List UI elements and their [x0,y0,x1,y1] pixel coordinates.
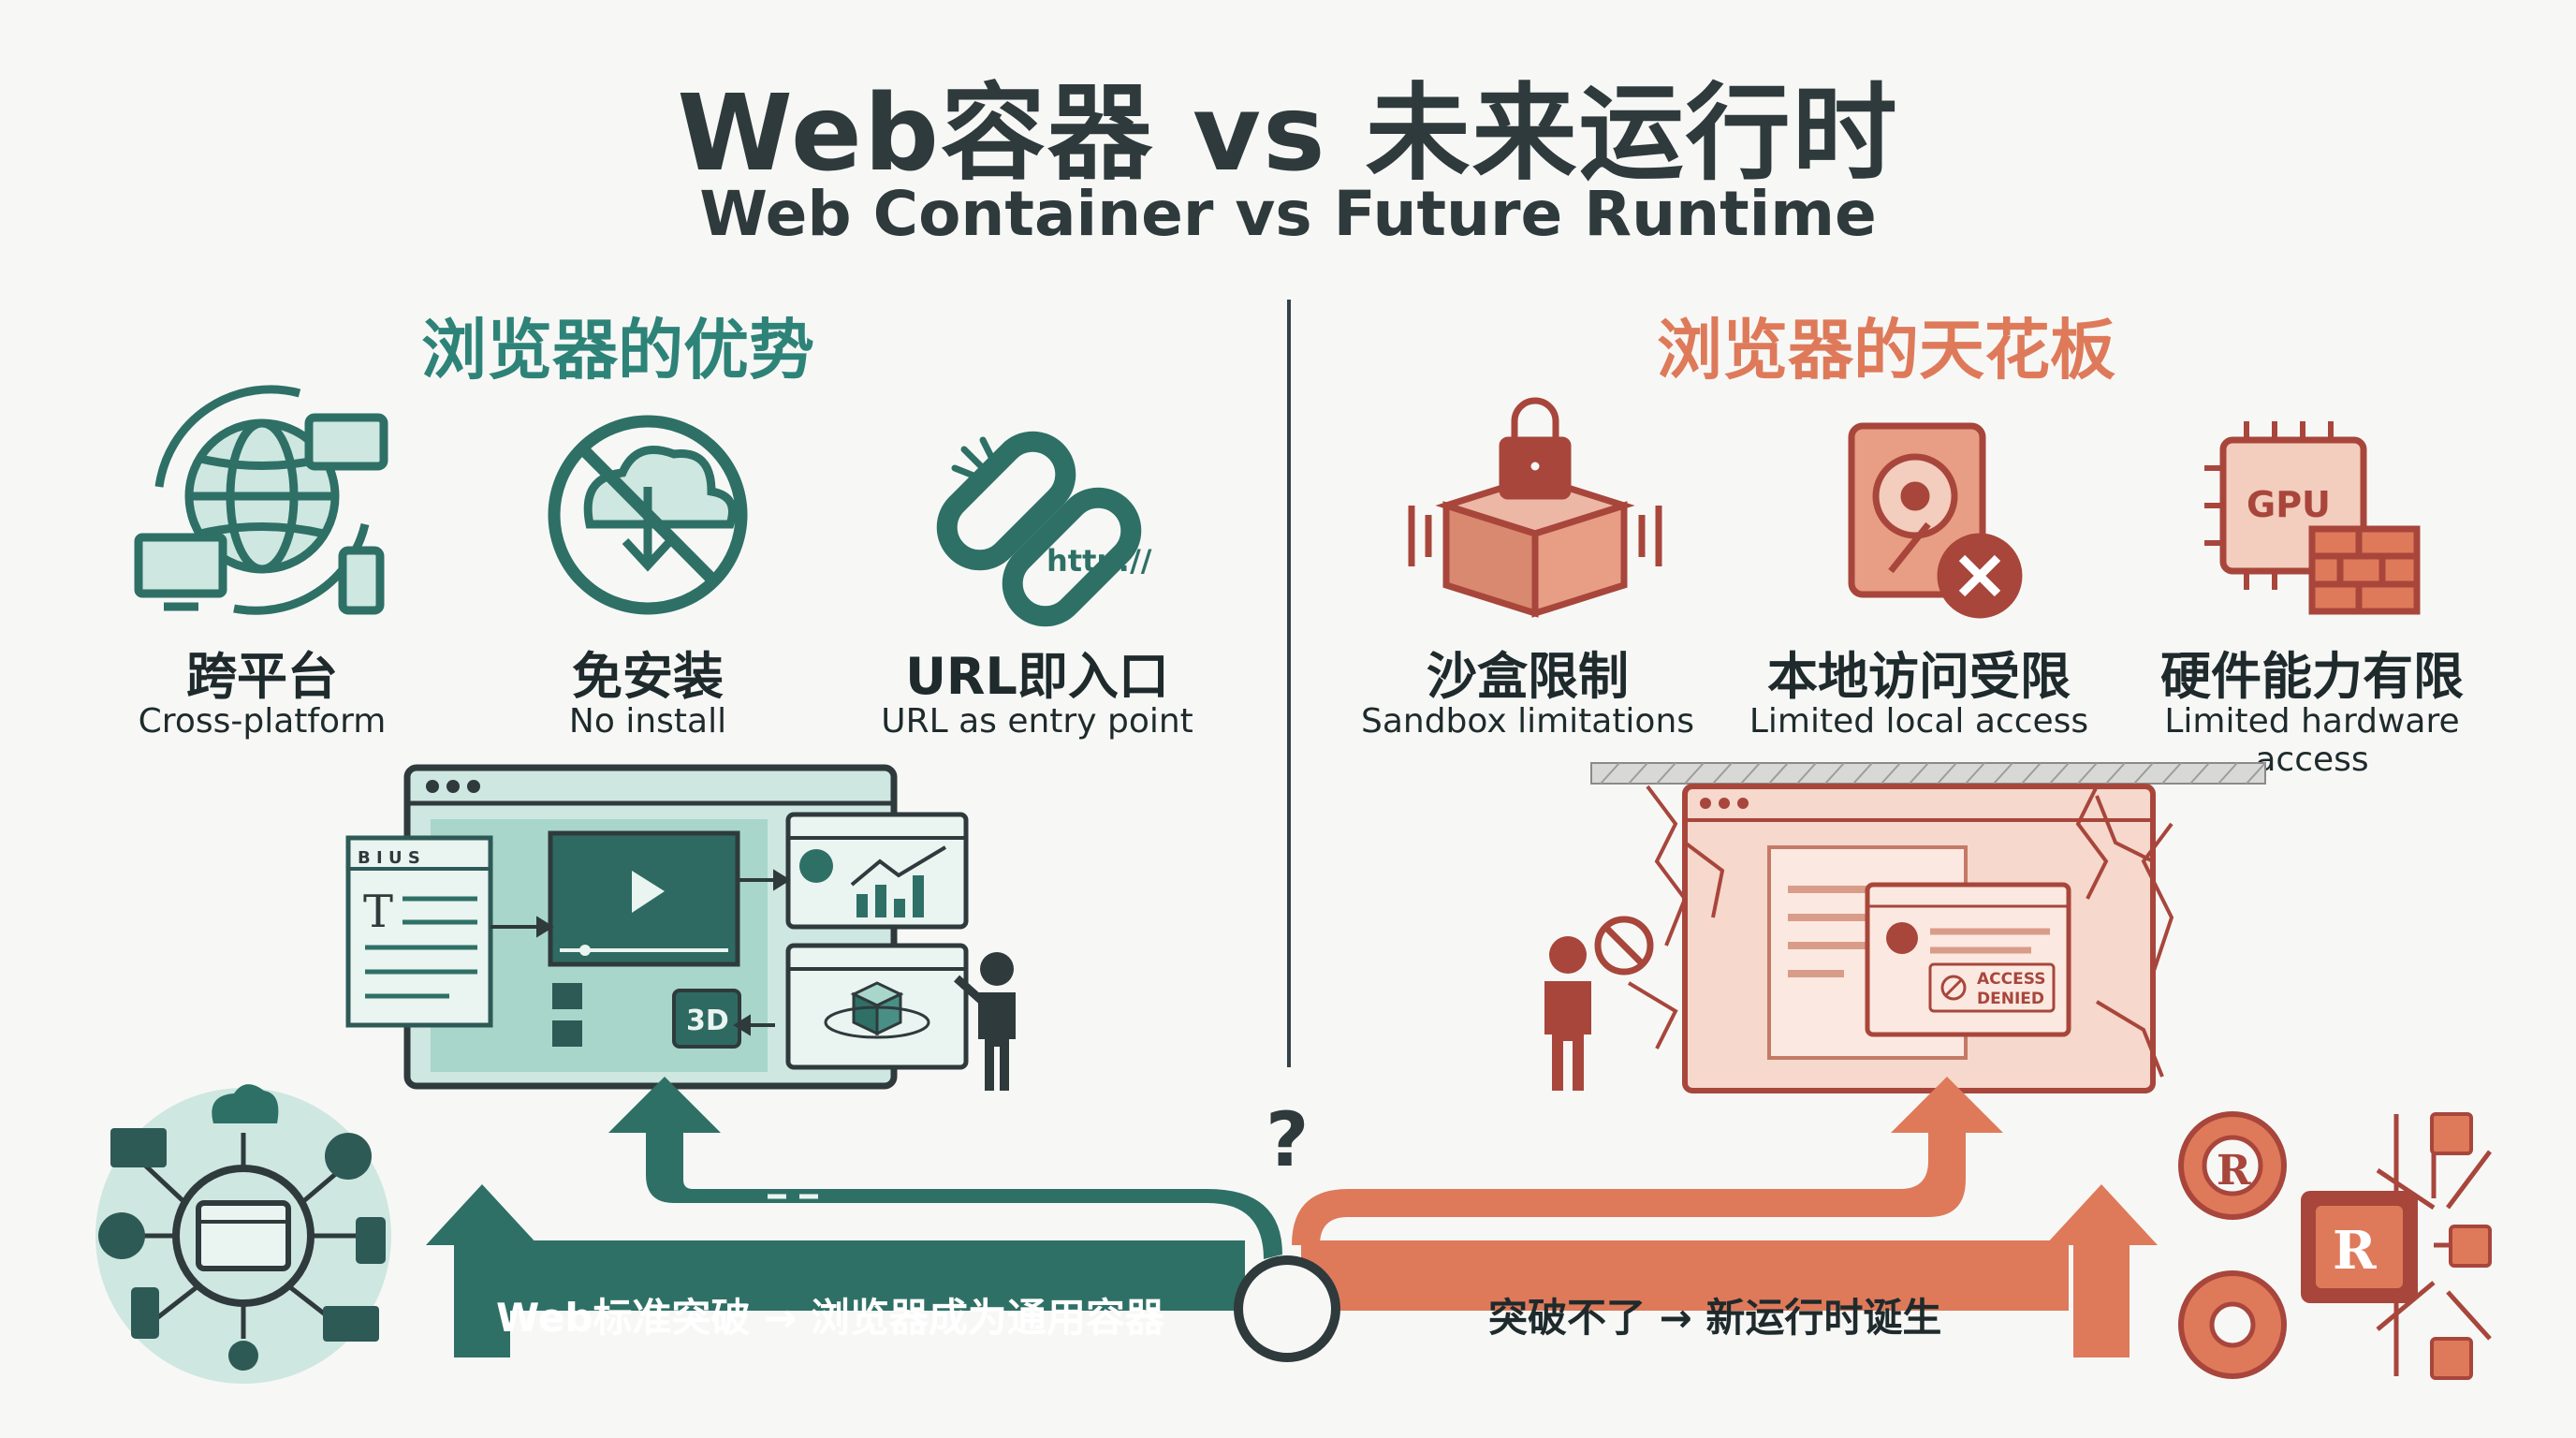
page-subtitle: Web Container vs Future Runtime [699,178,1877,250]
editor-text-glyph: T [363,886,393,938]
right-path-arrow [1292,1077,2158,1357]
feature-hardware-zh: 硬件能力有限 [2160,647,2464,706]
feature-hardware-en: Limited hardware access [2164,702,2460,779]
sandbox-lock-icon [1408,397,1662,618]
gpu-label: GPU [2247,484,2331,525]
left-path-label: Web标准突破 → 浏览器成为通用容器 [496,1295,1165,1341]
left-section-heading: 浏览器的优势 [421,312,814,389]
right-path-label: 突破不了 → 新运行时诞生 [1488,1295,1941,1341]
feature-sandbox-zh: 沙盒限制 [1427,647,1629,706]
feature-cross-platform-en: Cross-platform [138,702,387,741]
link-icon [936,431,1142,627]
feature-url-entry-en: URL as entry point [881,702,1193,741]
feature-local-access-en: Limited local access [1749,702,2089,741]
feature-url-entry-zh: URL即入口 [905,647,1169,706]
access-label: ACCESS [1977,970,2045,989]
feature-no-install-en: No install [568,702,727,741]
feature-cross-platform-zh: 跨平台 [186,647,338,706]
network-hub-icon [95,1084,391,1384]
feature-no-install-zh: 免安装 [572,647,724,706]
runtime-chip-icon: R R [2178,1111,2492,1380]
feature-sandbox-en: Sandbox limitations [1360,702,1695,741]
label-3d: 3D [686,1005,729,1037]
denied-icon [1940,975,1967,1001]
blocked-person-figure [1544,916,1654,1091]
right-section-heading: 浏览器的天花板 [1657,312,2115,389]
gpu-firewall-icon [2204,421,2421,615]
question-mark: ? [1266,1096,1309,1183]
globe-devices-icon [134,385,388,615]
svg-text:R: R [2217,1147,2251,1195]
browser-container-illustration: B I U S T 3D [345,764,1016,1091]
denied-label: DENIED [1977,990,2044,1008]
junction-node [1234,1255,1340,1362]
access-denied-dialog: ACCESS DENIED [1865,882,2071,1037]
feature-local-access-zh: 本地访问受限 [1767,647,2071,706]
video-player-panel [548,830,740,967]
left-path-arrow [426,1077,1282,1357]
no-download-icon [548,415,748,615]
svg-text:R: R [2333,1220,2377,1282]
page-title: Web容器 vs 未来运行时 [677,73,1899,195]
play-icon [632,871,665,913]
person-figure [954,952,1016,1091]
cube-panel [785,943,969,1070]
center-divider [1287,300,1291,1067]
prohibited-icon [1594,916,1654,976]
ceiling-illustration: ACCESS DENIED [1544,762,2266,1093]
text-editor-panel: B I U S T [345,835,493,1028]
chart-panel [785,812,969,930]
disk-blocked-icon [1848,422,2023,619]
editor-toolbar: B I U S [358,848,420,868]
http-label: http:// [1046,543,1152,579]
alert-icon [1886,922,1918,954]
